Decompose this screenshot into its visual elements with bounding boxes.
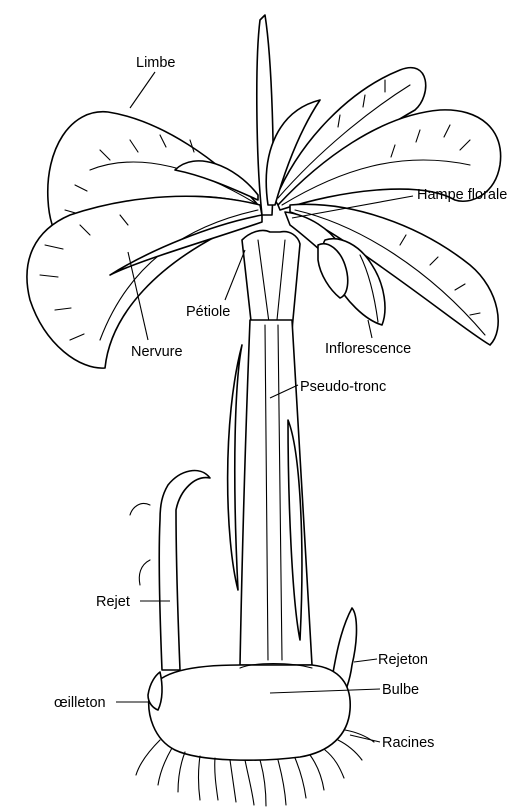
leader-petiole bbox=[225, 250, 245, 300]
bulb-drawing bbox=[149, 664, 350, 761]
label-nervure: Nervure bbox=[131, 344, 183, 360]
label-oeilleton: œilleton bbox=[54, 695, 106, 711]
rejet-drawing bbox=[130, 471, 210, 670]
leaf-left-lower bbox=[27, 196, 262, 368]
leader-inflorescence bbox=[368, 320, 372, 338]
label-hampe-florale: Hampe florale bbox=[417, 187, 507, 203]
label-rejeton: Rejeton bbox=[378, 652, 428, 668]
pseudo-trunk bbox=[228, 320, 312, 665]
label-pseudo-tronc: Pseudo-tronc bbox=[300, 379, 386, 395]
leader-rejeton bbox=[354, 659, 377, 662]
leader-limbe bbox=[130, 72, 155, 108]
petiole-sheaths bbox=[242, 230, 300, 330]
oeilleton-drawing bbox=[148, 672, 162, 710]
label-inflorescence: Inflorescence bbox=[325, 341, 411, 357]
label-racines: Racines bbox=[382, 735, 434, 751]
label-bulbe: Bulbe bbox=[382, 682, 419, 698]
label-limbe: Limbe bbox=[136, 55, 176, 71]
label-rejet: Rejet bbox=[96, 594, 130, 610]
label-petiole: Pétiole bbox=[186, 304, 230, 320]
